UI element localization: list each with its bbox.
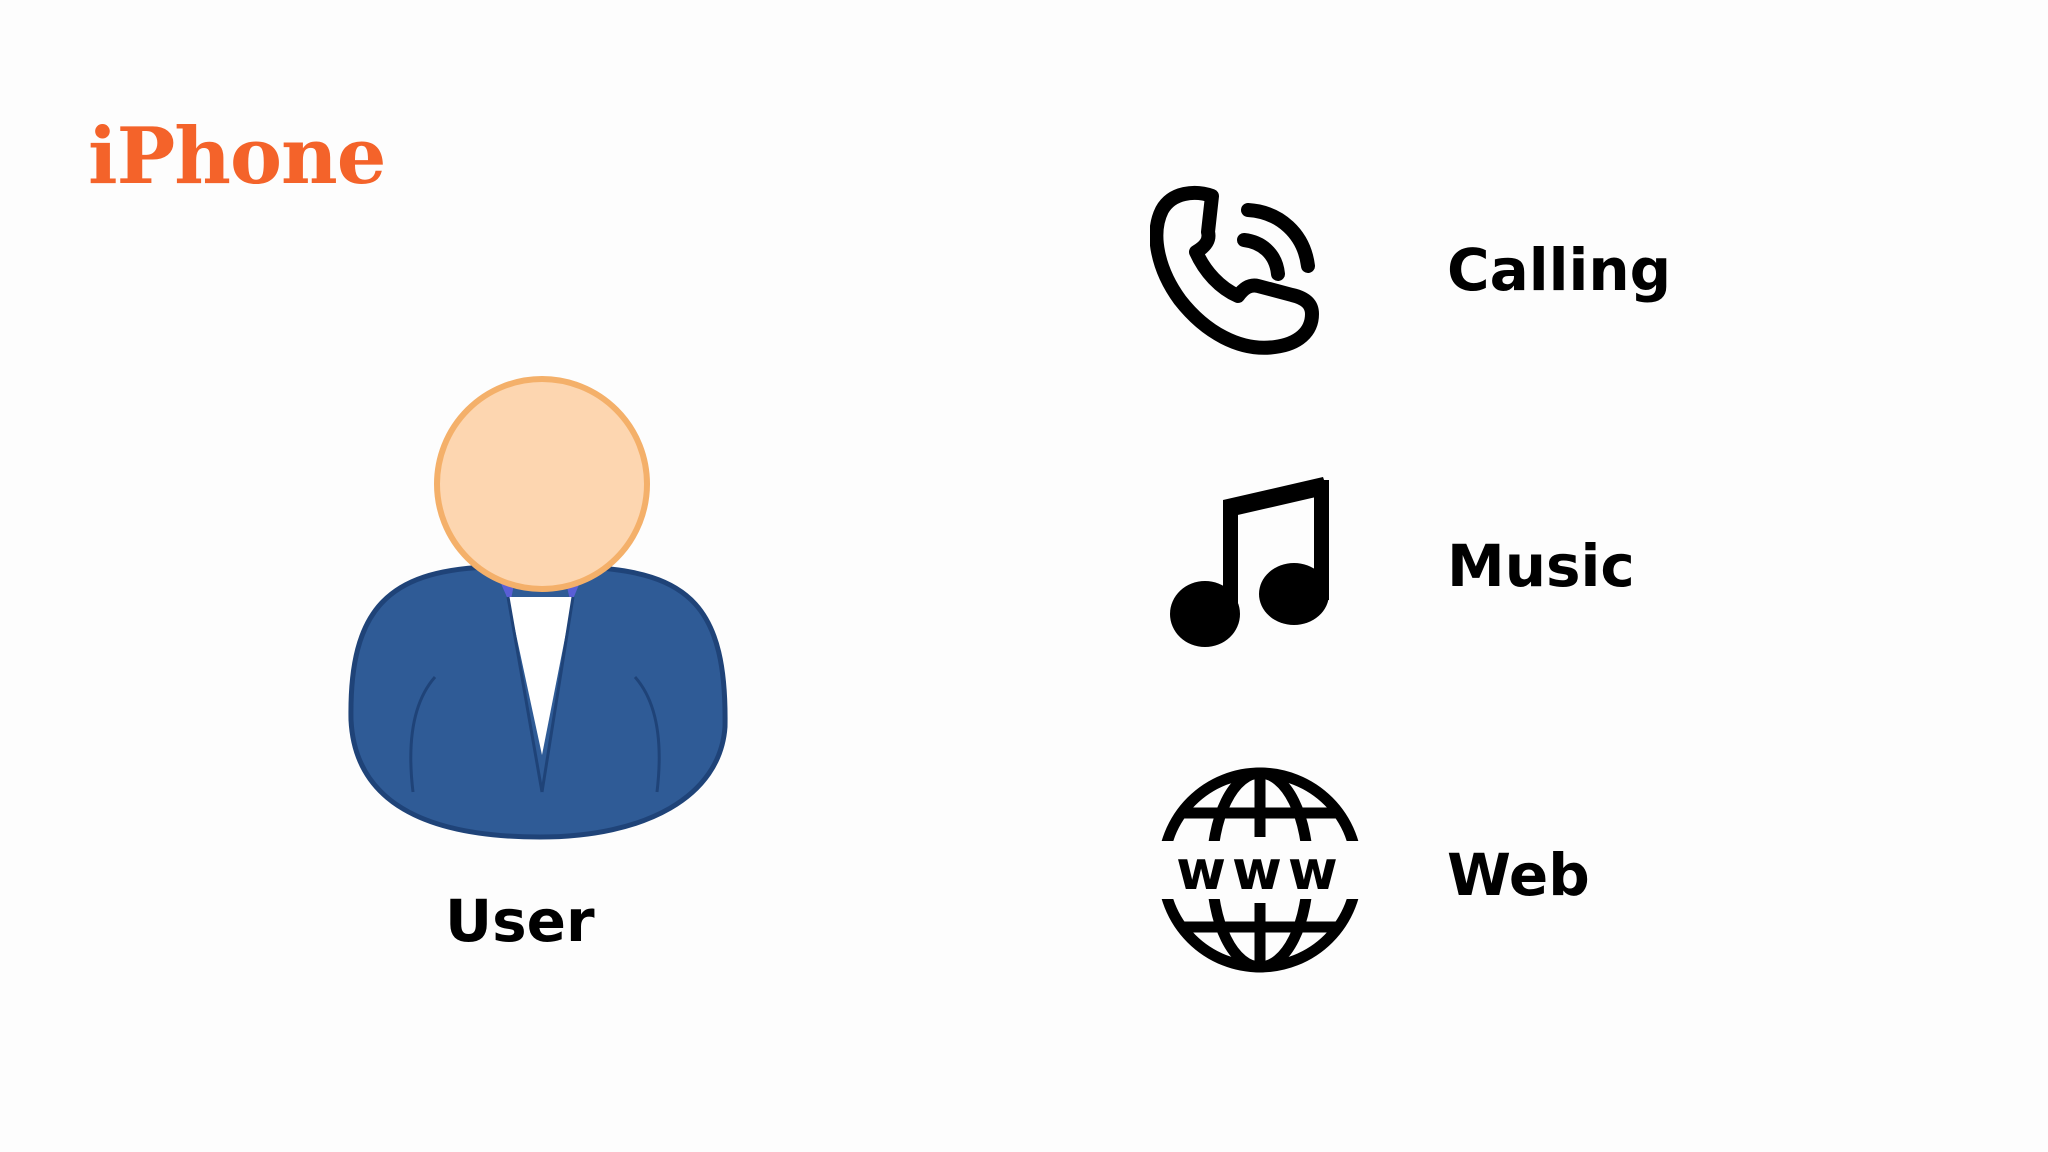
globe-www-icon: www <box>1155 765 1365 979</box>
feature-label-music: Music <box>1447 532 1635 600</box>
user-avatar-icon <box>345 372 735 851</box>
feature-label-calling: Calling <box>1447 236 1672 304</box>
music-note-icon <box>1165 472 1345 666</box>
phone-call-icon <box>1149 182 1330 366</box>
user-label: User <box>445 887 595 955</box>
svg-text:www: www <box>1176 839 1344 902</box>
shirt-shape <box>508 597 573 755</box>
face-shape <box>434 376 650 592</box>
page-title: iPhone <box>88 111 386 202</box>
feature-label-web: Web <box>1447 841 1590 909</box>
